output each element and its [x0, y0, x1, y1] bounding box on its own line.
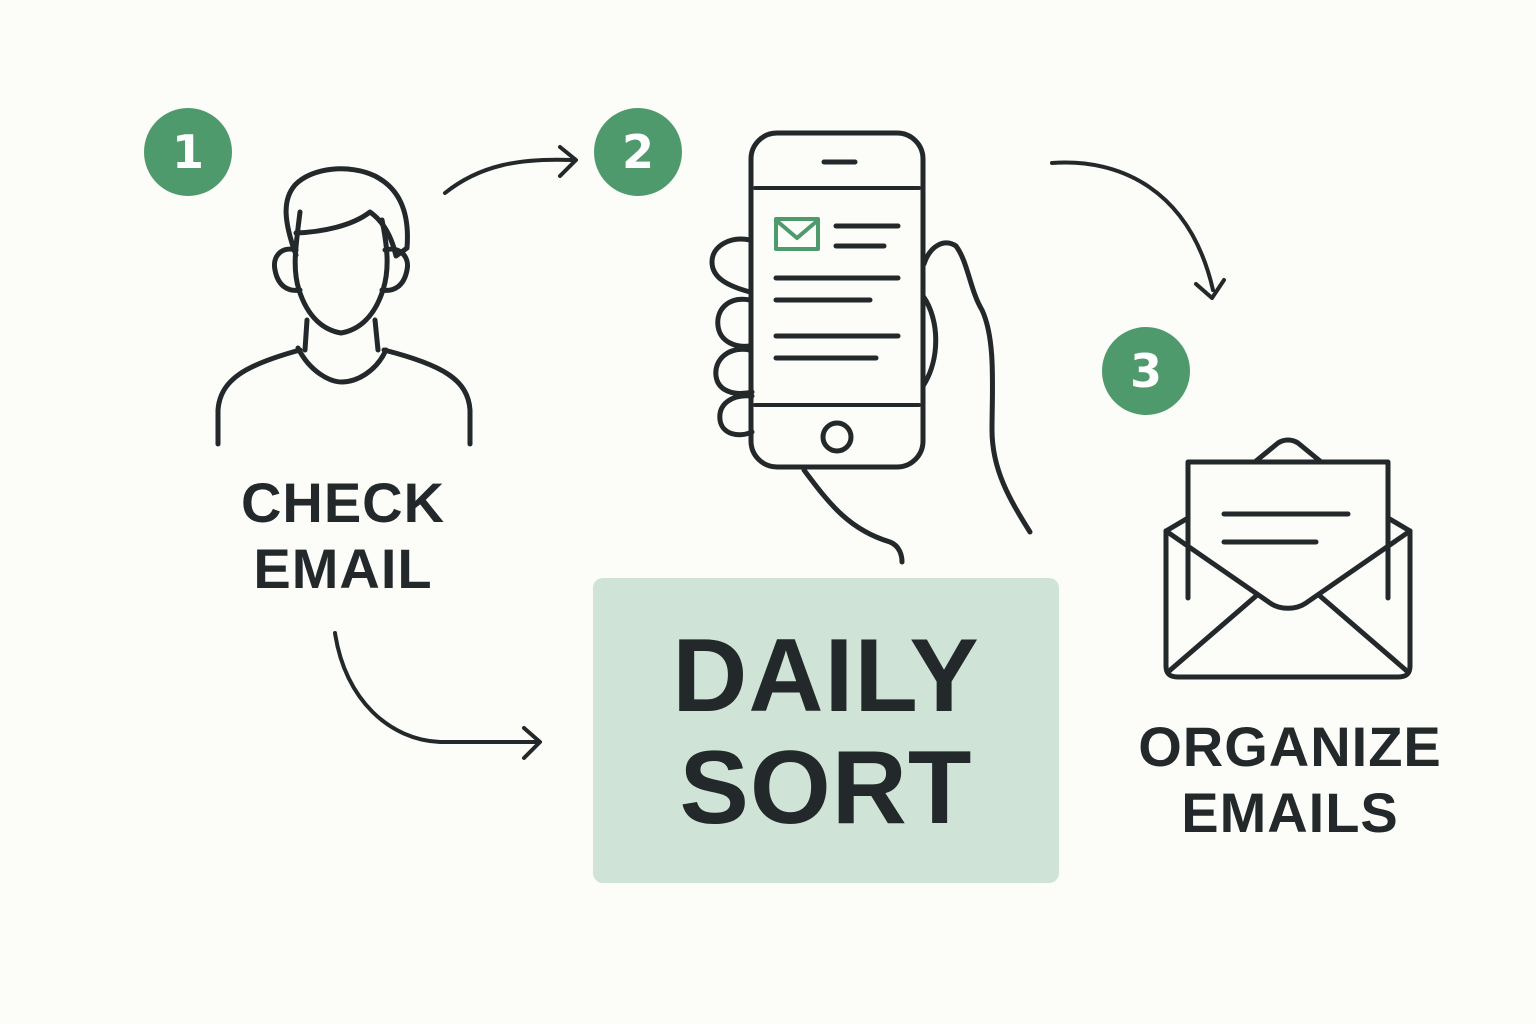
step-2-badge: 2: [594, 108, 682, 196]
daily-sort-box: DAILY SORT: [593, 578, 1059, 883]
title-line: DAILY: [672, 618, 980, 734]
phone-in-hand-icon: [709, 130, 1033, 565]
arrow-icon: [443, 145, 578, 195]
label-line: CHECK: [240, 471, 446, 534]
open-envelope-icon: [1163, 437, 1413, 680]
mail-icon: [774, 217, 820, 251]
step-3-badge: 3: [1102, 327, 1190, 415]
arrow-icon: [1050, 160, 1226, 300]
label-line: ORGANIZE: [1138, 715, 1442, 778]
arrow-icon: [333, 631, 542, 760]
step-1-badge: 1: [144, 108, 232, 196]
organize-emails-label: ORGANIZE EMAILS: [1120, 714, 1460, 846]
label-line: EMAIL: [253, 537, 433, 600]
title-line: SORT: [679, 730, 973, 846]
label-line: EMAILS: [1181, 781, 1399, 844]
check-email-label: CHECK EMAIL: [193, 470, 493, 602]
person-icon: [215, 166, 473, 447]
daily-sort-title: DAILY SORT: [593, 620, 1059, 844]
